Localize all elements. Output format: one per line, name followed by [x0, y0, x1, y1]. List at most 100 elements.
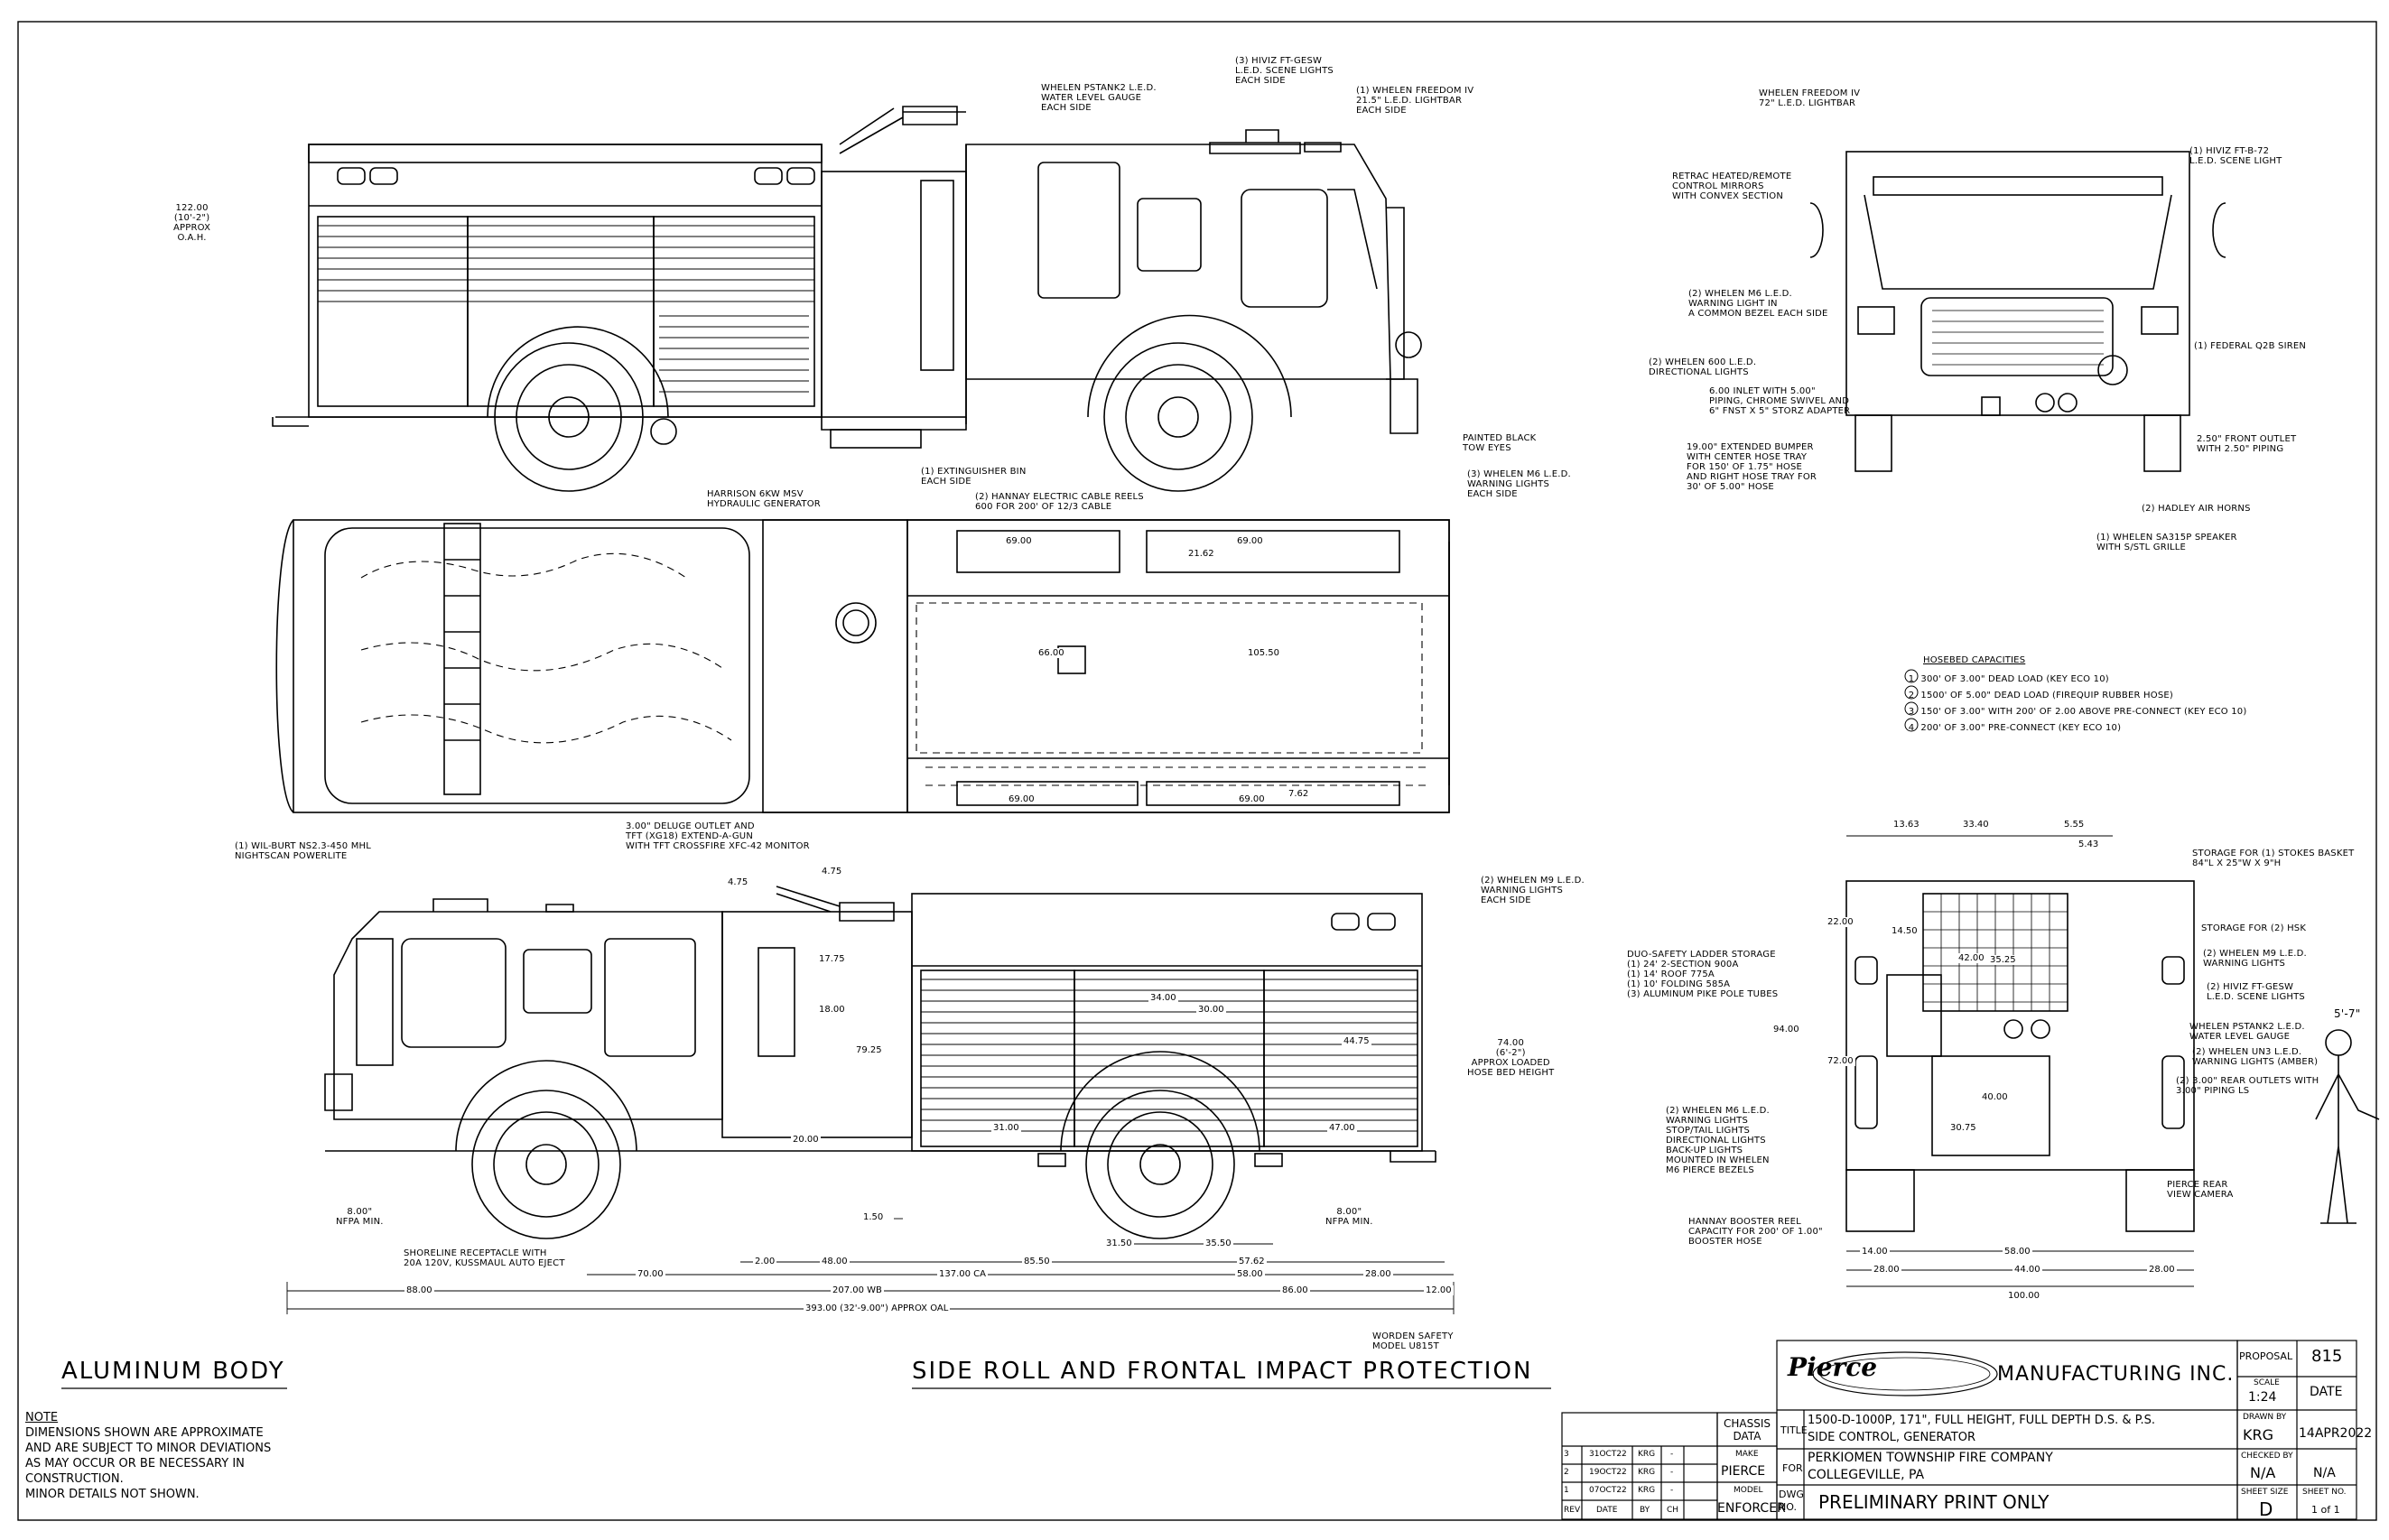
note-heading: NOTE	[25, 1411, 59, 1424]
dim-rear: 14.00	[1860, 1247, 1890, 1257]
checked-by-label: CHECKED BY	[2241, 1452, 2293, 1461]
sheet-border	[17, 21, 2377, 1521]
dim-side: 34.00	[1148, 993, 1178, 1003]
rev-header-rev: REV	[1564, 1506, 1581, 1515]
scale-value: 1:24	[2248, 1390, 2277, 1405]
rev-by: KRG	[1638, 1486, 1656, 1495]
side-view-officer	[324, 886, 1436, 1239]
proposal-value: 815	[2311, 1347, 2343, 1366]
top-view	[275, 519, 1450, 813]
dim-side: 31.50	[1104, 1238, 1134, 1248]
dim-rear: 72.00	[1826, 1056, 1855, 1066]
callout-nfpa-left: 8.00"NFPA MIN.	[336, 1207, 384, 1227]
hosebed-list: 1 300' OF 3.00" DEAD LOAD (KEY ECO 10) 2…	[1905, 672, 2247, 737]
dim-rear: 30.75	[1948, 1123, 1978, 1133]
callout-nfpa-right: 8.00"NFPA MIN.	[1325, 1207, 1373, 1227]
pierce-logo: Pierce	[1788, 1352, 1878, 1382]
title-line-1: 1500-D-1000P, 171", FULL HEIGHT, FULL DE…	[1808, 1414, 2155, 1427]
rev-date: 07OCT22	[1589, 1486, 1627, 1495]
dim-overall-length: 393.00 (32'-9.00") APPROX OAL	[804, 1303, 951, 1313]
dim-side: 2.00	[753, 1257, 777, 1266]
rev-ch: -	[1670, 1486, 1674, 1495]
dim-side: 207.00 WB	[831, 1285, 884, 1295]
title-label: TITLE	[1780, 1424, 1808, 1436]
dim-side: 70.00	[636, 1269, 665, 1279]
rev-ch: -	[1670, 1450, 1674, 1459]
model-label: MODEL	[1734, 1486, 1763, 1495]
dim-side: 31.00	[991, 1123, 1021, 1133]
dim-rear: 5.55	[2062, 820, 2087, 830]
dim-side: 44.75	[1342, 1036, 1371, 1046]
callout-air-horns: (2) HADLEY AIR HORNS	[2142, 504, 2251, 514]
for-line-2: COLLEGEVILLE, PA	[1808, 1468, 1925, 1482]
dim-side: 57.62	[1237, 1257, 1267, 1266]
company-name: MANUFACTURING INC.	[1997, 1363, 2235, 1386]
model-value: ENFORCER	[1717, 1501, 1786, 1516]
dim-rear: 94.00	[1771, 1025, 1801, 1034]
heading-side-roll: SIDE ROLL AND FRONTAL IMPACT PROTECTION	[912, 1358, 1533, 1385]
dim-side: 17.75	[817, 954, 847, 964]
callout-m600: (2) WHELEN 600 L.E.D.DIRECTIONAL LIGHTS	[1649, 357, 1757, 377]
dim-rear: 40.00	[1980, 1092, 2010, 1102]
checked-by-value: N/A	[2250, 1464, 2276, 1481]
callout-un3: (2) WHELEN UN3 L.E.D.WARNING LIGHTS (AMB…	[2192, 1047, 2319, 1067]
callout-q2b: (1) FEDERAL Q2B SIREN	[2194, 341, 2307, 351]
hosebed-item: 1 300' OF 3.00" DEAD LOAD (KEY ECO 10)	[1908, 674, 2109, 684]
dim-rear: 22.00	[1826, 917, 1855, 927]
dim-side: 28.00	[1363, 1269, 1393, 1279]
side-view-driver	[272, 106, 1422, 492]
dim-side: 35.50	[1204, 1238, 1233, 1248]
sheet-no-label: SHEET NO.	[2302, 1488, 2347, 1497]
note-line: CONSTRUCTION.	[25, 1472, 124, 1486]
make-value: PIERCE	[1721, 1464, 1766, 1479]
rev-by: KRG	[1638, 1468, 1656, 1477]
dim-top: 69.00	[1237, 794, 1267, 804]
dim-side: 58.00	[1235, 1269, 1265, 1279]
sheet-size-label: SHEET SIZE	[2241, 1488, 2289, 1497]
for-label: FOR	[1782, 1462, 1803, 1474]
note-block: NOTE DIMENSIONS SHOWN ARE APPROXIMATE AN…	[25, 1410, 271, 1502]
dim-side: 18.00	[817, 1005, 847, 1015]
rev-date: 19OCT22	[1589, 1468, 1627, 1477]
note-line: AND ARE SUBJECT TO MINOR DEVIATIONS	[25, 1442, 272, 1455]
rev-num: 1	[1564, 1486, 1569, 1495]
date-label: DATE	[2310, 1385, 2343, 1399]
rev-by: KRG	[1638, 1450, 1656, 1459]
note-line: AS MAY OCCUR OR BE NECESSARY IN	[25, 1457, 245, 1470]
chassis-data-label: CHASSIS DATA	[1723, 1417, 1771, 1443]
dim-side: 47.00	[1327, 1123, 1357, 1133]
note-line: MINOR DETAILS NOT SHOWN.	[25, 1488, 200, 1501]
dim-rear: 35.25	[1988, 955, 2018, 965]
dim-side: 30.00	[1196, 1005, 1226, 1015]
sheet-size-value: D	[2259, 1498, 2273, 1520]
dim-rear: 58.00	[2003, 1247, 2032, 1257]
callout-m9-rear: (2) WHELEN M9 L.E.D.WARNING LIGHTS	[2203, 949, 2307, 969]
dim-top: 69.00	[1004, 536, 1034, 546]
scale-label: SCALE	[2254, 1378, 2280, 1387]
callout-inlet: 6.00 INLET WITH 5.00"PIPING, CHROME SWIV…	[1709, 386, 1851, 416]
dim-side: 4.75	[726, 877, 750, 887]
dim-side: 79.25	[854, 1045, 884, 1055]
dim-side: 86.00	[1280, 1285, 1310, 1295]
dim-side: 1.50	[861, 1212, 886, 1222]
dim-top: 7.62	[1287, 789, 1311, 799]
rev-date: 31OCT22	[1589, 1450, 1627, 1459]
